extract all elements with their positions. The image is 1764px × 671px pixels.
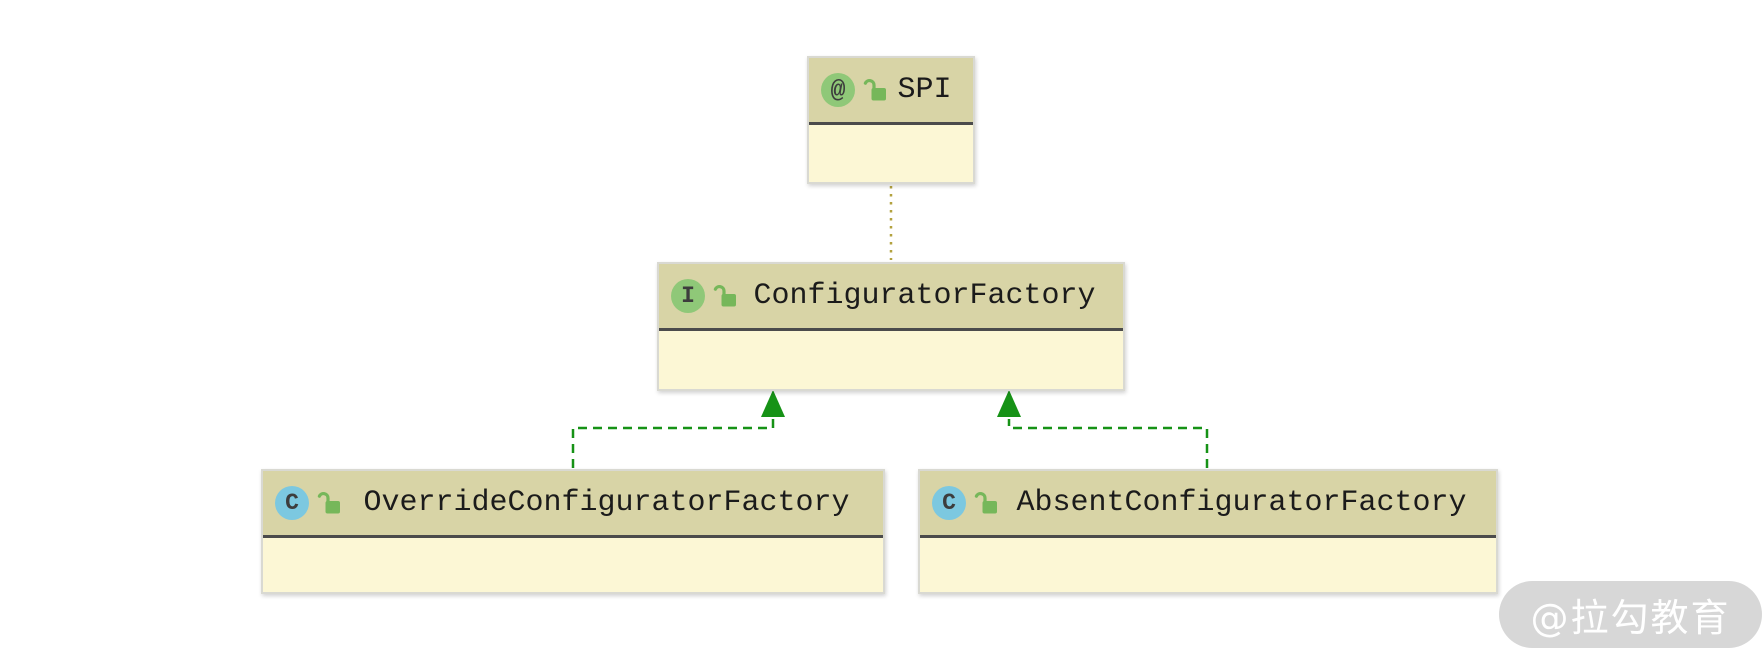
interface-icon: I — [671, 279, 705, 313]
watermark-text: @拉勾教育 — [1530, 596, 1731, 640]
node-label: OverrideConfiguratorFactory — [363, 486, 850, 520]
edge-implements-absent[interactable] — [997, 390, 1209, 468]
public-lock-icon — [863, 78, 886, 101]
annotation-icon: @ — [821, 73, 855, 107]
watermark-badge: @拉勾教育 — [1499, 581, 1762, 648]
public-lock-icon — [317, 491, 340, 514]
node-label: SPI — [897, 73, 952, 107]
class-icon: C — [932, 486, 966, 520]
node-header: @ SPI — [809, 58, 973, 125]
icon-glyph: @ — [830, 75, 846, 105]
node-label: AbsentConfiguratorFactory — [1016, 486, 1467, 520]
node-label: ConfiguratorFactory — [753, 279, 1096, 313]
implements-arrowhead — [997, 390, 1021, 417]
implements-arrowhead — [761, 390, 785, 417]
class-node-absent-configurator-factory[interactable]: C AbsentConfiguratorFactory — [918, 469, 1498, 594]
icon-glyph: I — [681, 283, 695, 309]
class-node-spi[interactable]: @ SPI — [807, 56, 975, 184]
icon-glyph: C — [942, 490, 956, 516]
class-node-override-configurator-factory[interactable]: C OverrideConfiguratorFactory — [261, 469, 885, 594]
public-lock-icon — [974, 491, 997, 514]
icon-glyph: C — [285, 490, 299, 516]
node-header: C OverrideConfiguratorFactory — [263, 471, 883, 538]
class-node-configurator-factory[interactable]: I ConfiguratorFactory — [657, 262, 1125, 391]
public-lock-icon — [713, 284, 736, 307]
class-icon: C — [275, 486, 309, 520]
edge-implements-override[interactable] — [571, 390, 785, 468]
node-header: C AbsentConfiguratorFactory — [920, 471, 1496, 538]
node-header: I ConfiguratorFactory — [659, 264, 1123, 331]
